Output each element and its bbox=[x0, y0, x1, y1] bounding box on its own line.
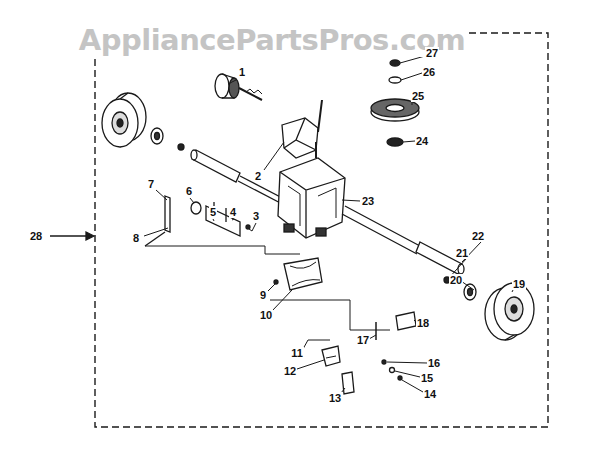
callout-number: 13 bbox=[328, 392, 342, 404]
callout-number: 2 bbox=[254, 170, 262, 182]
callout-number: 19 bbox=[512, 278, 526, 290]
callout-number: 15 bbox=[420, 372, 434, 384]
callout-number: 7 bbox=[147, 178, 155, 190]
callout-number: 14 bbox=[423, 388, 437, 400]
callout-number: 10 bbox=[259, 309, 273, 321]
callout-number: 9 bbox=[259, 289, 267, 301]
callout-number: 18 bbox=[416, 317, 430, 329]
callout-number: 21 bbox=[455, 247, 469, 259]
callout-number: 4 bbox=[229, 206, 237, 218]
callout-number: 26 bbox=[422, 66, 436, 78]
callout-number: 27 bbox=[425, 47, 439, 59]
watermark: AppliancePartsPros.com bbox=[75, 23, 469, 57]
callout-number: 28 bbox=[29, 230, 43, 242]
callout-number: 3 bbox=[252, 210, 260, 222]
callout-number: 1 bbox=[238, 66, 246, 78]
callout-number: 24 bbox=[415, 135, 429, 147]
callout-number: 20 bbox=[449, 274, 463, 286]
callout-number: 23 bbox=[361, 195, 375, 207]
callout-number: 17 bbox=[356, 334, 370, 346]
callout-number: 12 bbox=[283, 365, 297, 377]
callout-number: 25 bbox=[411, 90, 425, 102]
callout-number: 6 bbox=[185, 185, 193, 197]
callout-number: 8 bbox=[132, 232, 140, 244]
callout-number: 5 bbox=[209, 206, 217, 218]
callout-number: 11 bbox=[290, 347, 304, 359]
callout-number: 16 bbox=[427, 357, 441, 369]
callout-number: 22 bbox=[471, 230, 485, 242]
